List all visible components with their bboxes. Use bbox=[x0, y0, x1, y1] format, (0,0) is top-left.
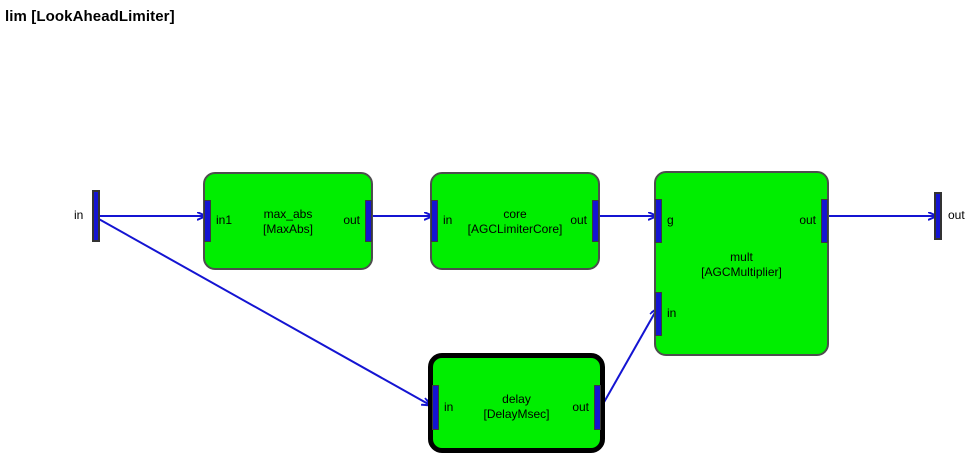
block-mult[interactable]: mult[AGCMultiplier] g in out bbox=[654, 171, 829, 356]
port-max_abs-in1[interactable] bbox=[204, 200, 211, 242]
port-label-max_abs-out: out bbox=[343, 213, 360, 227]
terminal-in[interactable] bbox=[92, 190, 100, 242]
port-label-core-in: in bbox=[443, 213, 453, 227]
port-label-mult-in: in bbox=[667, 306, 677, 320]
port-delay-out[interactable] bbox=[594, 385, 601, 430]
port-label-mult-g: g bbox=[667, 213, 674, 227]
block-type-mult: [AGCMultiplier] bbox=[701, 264, 782, 279]
port-core-out[interactable] bbox=[592, 200, 599, 242]
port-label-core-out: out bbox=[570, 213, 587, 227]
port-core-in[interactable] bbox=[431, 200, 438, 242]
page-title: lim [LookAheadLimiter] bbox=[5, 8, 175, 25]
port-label-delay-out: out bbox=[572, 399, 589, 414]
block-name-core: core bbox=[503, 207, 527, 221]
port-mult-out[interactable] bbox=[821, 199, 828, 243]
block-type-max_abs: [MaxAbs] bbox=[262, 222, 313, 236]
port-delay-in[interactable] bbox=[432, 385, 439, 430]
port-label-delay-in: in bbox=[444, 399, 454, 414]
block-label-max_abs: max_abs[MaxAbs] bbox=[205, 207, 371, 237]
terminal-label-in: in bbox=[74, 208, 84, 222]
port-mult-in[interactable] bbox=[655, 292, 662, 336]
block-label-core: core[AGCLimiterCore] bbox=[432, 207, 598, 237]
block-type-delay: [DelayMsec] bbox=[483, 407, 550, 421]
block-name-delay: delay bbox=[502, 392, 531, 406]
port-label-mult-out: out bbox=[799, 213, 816, 227]
terminal-out[interactable] bbox=[934, 192, 942, 240]
block-name-mult: mult bbox=[730, 249, 753, 264]
terminal-label-out: out bbox=[948, 208, 965, 222]
block-name-max_abs: max_abs bbox=[263, 207, 313, 221]
block-label-delay: delay[DelayMsec] bbox=[433, 392, 600, 422]
port-mult-g[interactable] bbox=[655, 199, 662, 243]
block-label-mult: mult[AGCMultiplier] bbox=[656, 250, 827, 280]
port-max_abs-out[interactable] bbox=[365, 200, 372, 242]
wire-delay-to-mult_in[interactable] bbox=[602, 309, 657, 405]
port-label-max_abs-in1: in1 bbox=[216, 213, 233, 227]
block-type-core: [AGCLimiterCore] bbox=[467, 222, 563, 236]
